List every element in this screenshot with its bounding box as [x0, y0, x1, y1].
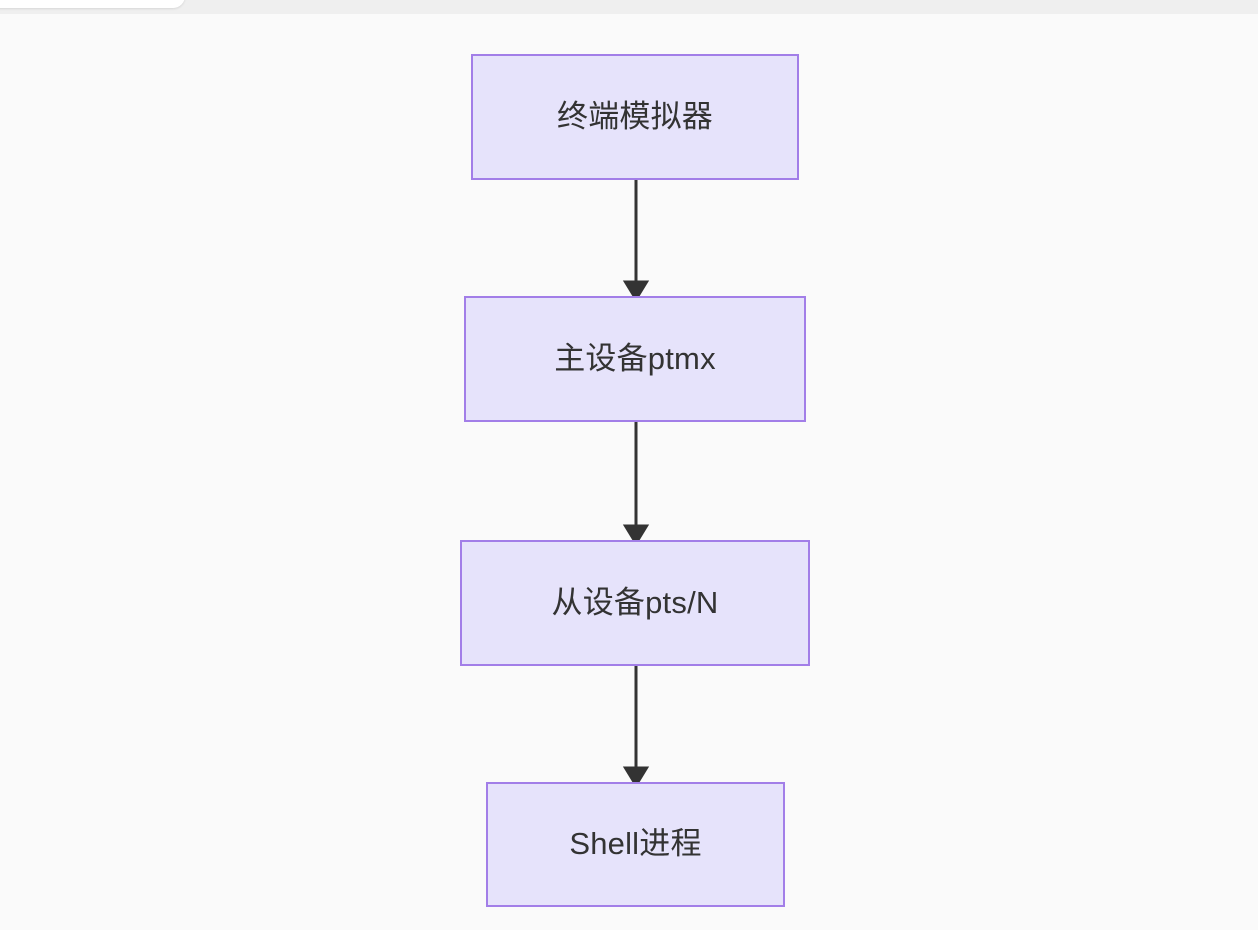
- flowchart-edges-layer: [622, 180, 650, 788]
- flow-node-terminal-emulator[interactable]: 终端模拟器: [471, 54, 799, 180]
- flow-node-label: Shell进程: [569, 826, 702, 862]
- browser-tab-fragment[interactable]: [0, 0, 185, 8]
- flow-node-label: 主设备ptmx: [554, 340, 716, 376]
- flow-node-label: 终端模拟器: [557, 98, 713, 134]
- flow-node-slave-pts[interactable]: 从设备pts/N: [460, 540, 810, 666]
- flow-node-label: 从设备pts/N: [551, 584, 719, 620]
- flow-node-master-ptmx[interactable]: 主设备ptmx: [464, 296, 806, 422]
- flow-node-shell-process[interactable]: Shell进程: [486, 782, 785, 907]
- flowchart-canvas: 终端模拟器 主设备ptmx 从设备pts/N Shell进程: [0, 14, 1258, 930]
- browser-chrome-strip: [0, 0, 1258, 14]
